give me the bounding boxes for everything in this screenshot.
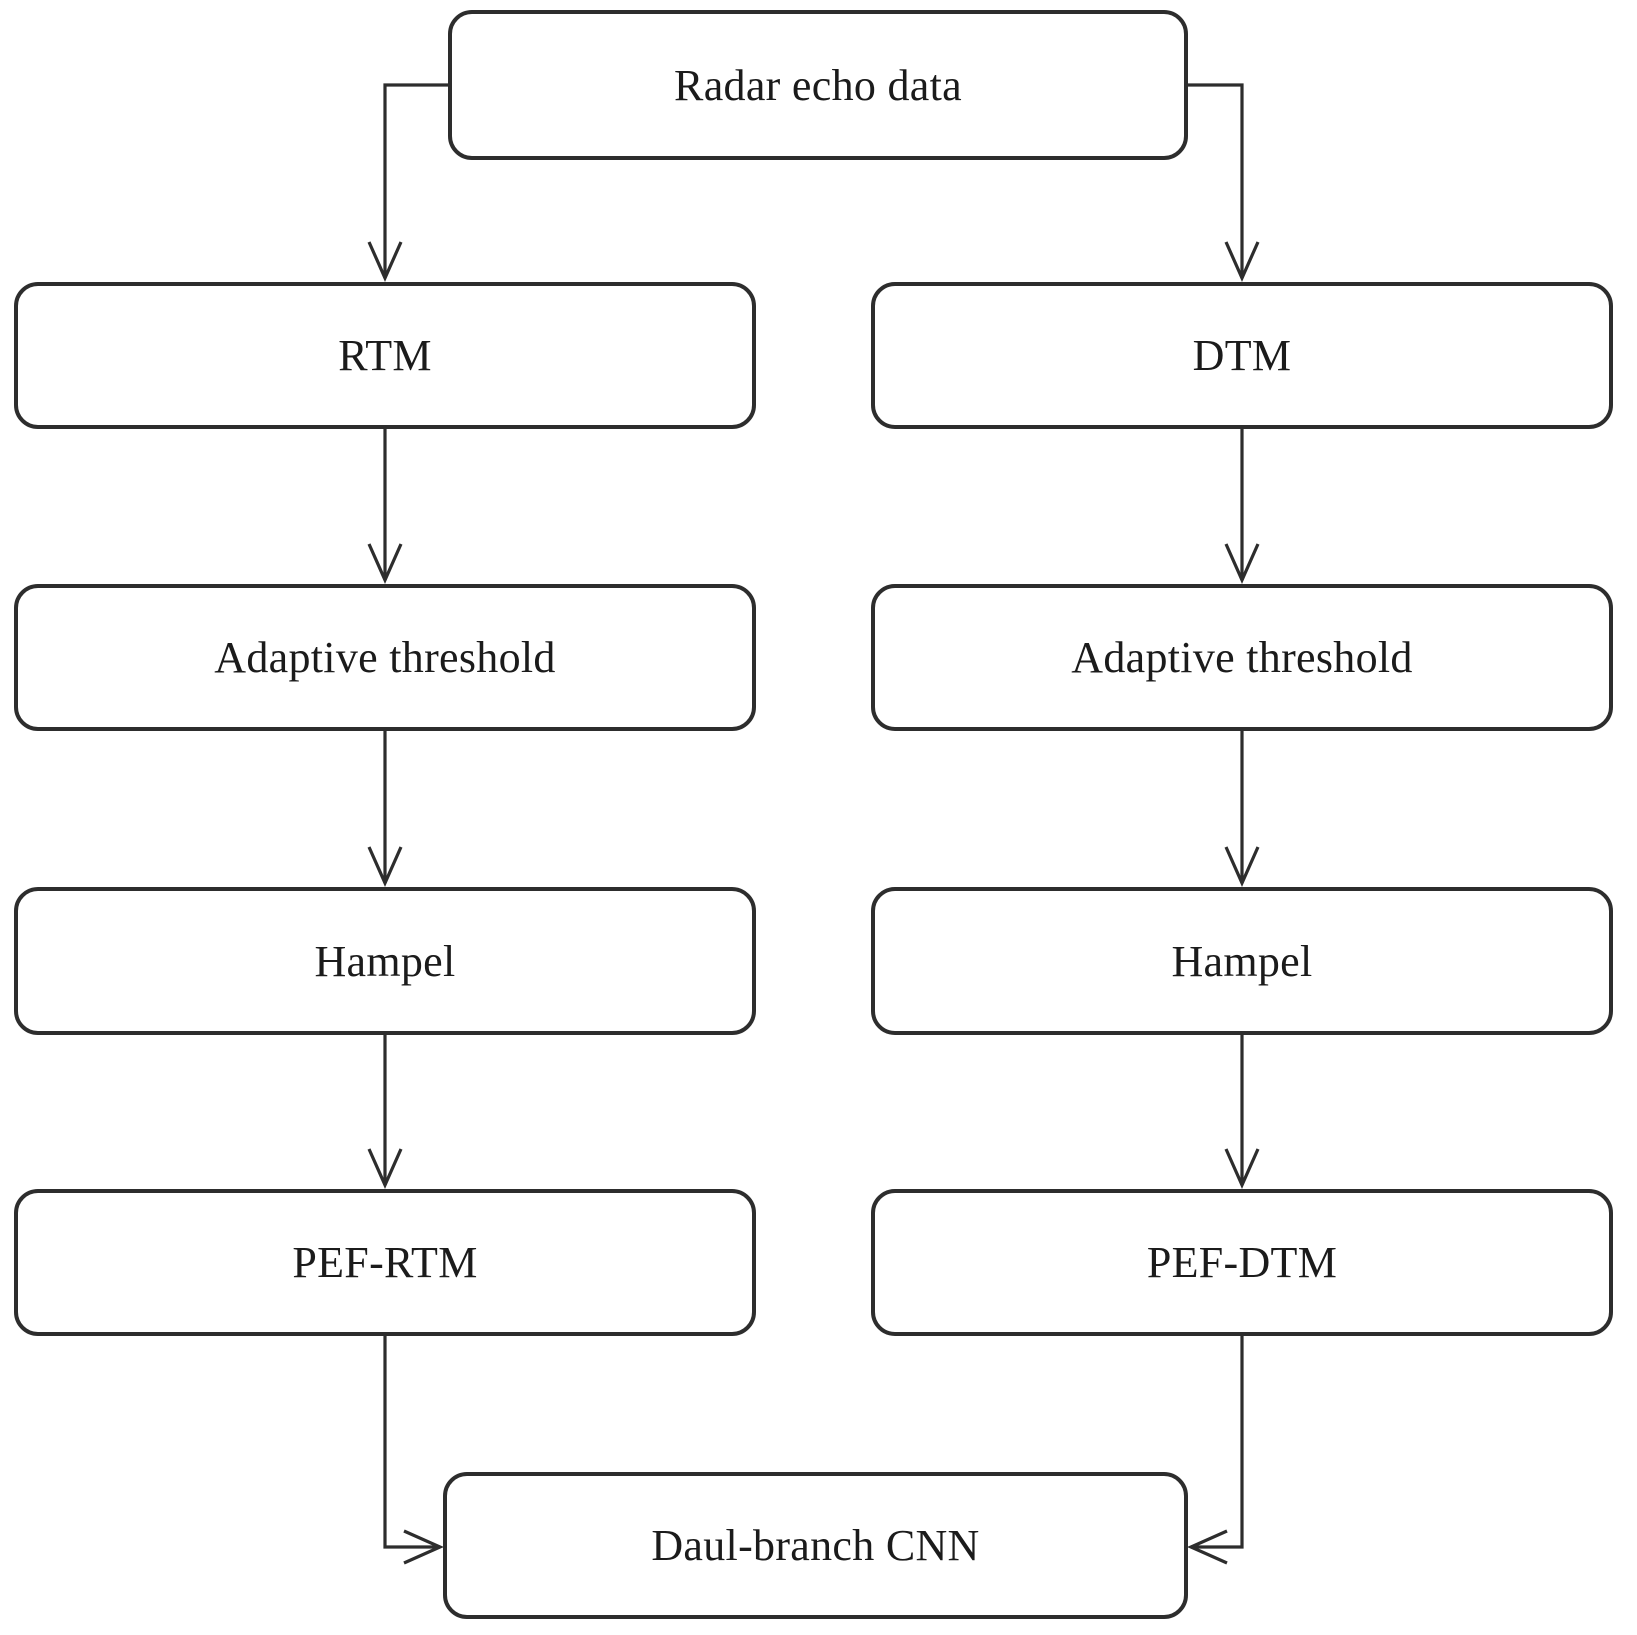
node-dtm: DTM: [871, 282, 1613, 429]
node-radar-echo-data: Radar echo data: [448, 10, 1188, 160]
node-dual-branch-cnn-label: Daul-branch CNN: [651, 1521, 980, 1570]
edge-pef-dtm-to-cnn-arrow: [1187, 1336, 1244, 1565]
node-pef-rtm-label: PEF-RTM: [292, 1238, 478, 1287]
node-rtm-label: RTM: [338, 331, 432, 380]
node-pef-dtm: PEF-DTM: [871, 1189, 1613, 1336]
node-hampel-dtm: Hampel: [871, 887, 1613, 1035]
node-rtm: RTM: [14, 282, 756, 429]
node-adaptive-threshold-rtm-label: Adaptive threshold: [214, 633, 556, 682]
node-hampel-rtm-label: Hampel: [314, 936, 456, 986]
node-hampel-dtm-label: Hampel: [1171, 936, 1313, 986]
node-dual-branch-cnn: Daul-branch CNN: [443, 1472, 1188, 1619]
node-hampel-rtm: Hampel: [14, 887, 756, 1035]
edge-radar-to-rtm-arrow: [367, 83, 448, 282]
node-adaptive-threshold-dtm-label: Adaptive threshold: [1071, 633, 1413, 682]
edge-pef-rtm-to-cnn-arrow: [383, 1336, 444, 1565]
node-pef-dtm-label: PEF-DTM: [1146, 1238, 1338, 1287]
node-adaptive-threshold-dtm: Adaptive threshold: [871, 584, 1613, 731]
edge-radar-to-dtm-arrow: [1188, 83, 1260, 282]
node-adaptive-threshold-rtm: Adaptive threshold: [14, 584, 756, 731]
node-pef-rtm: PEF-RTM: [14, 1189, 756, 1336]
node-dtm-label: DTM: [1192, 331, 1292, 380]
node-radar-echo-data-label: Radar echo data: [674, 60, 962, 110]
